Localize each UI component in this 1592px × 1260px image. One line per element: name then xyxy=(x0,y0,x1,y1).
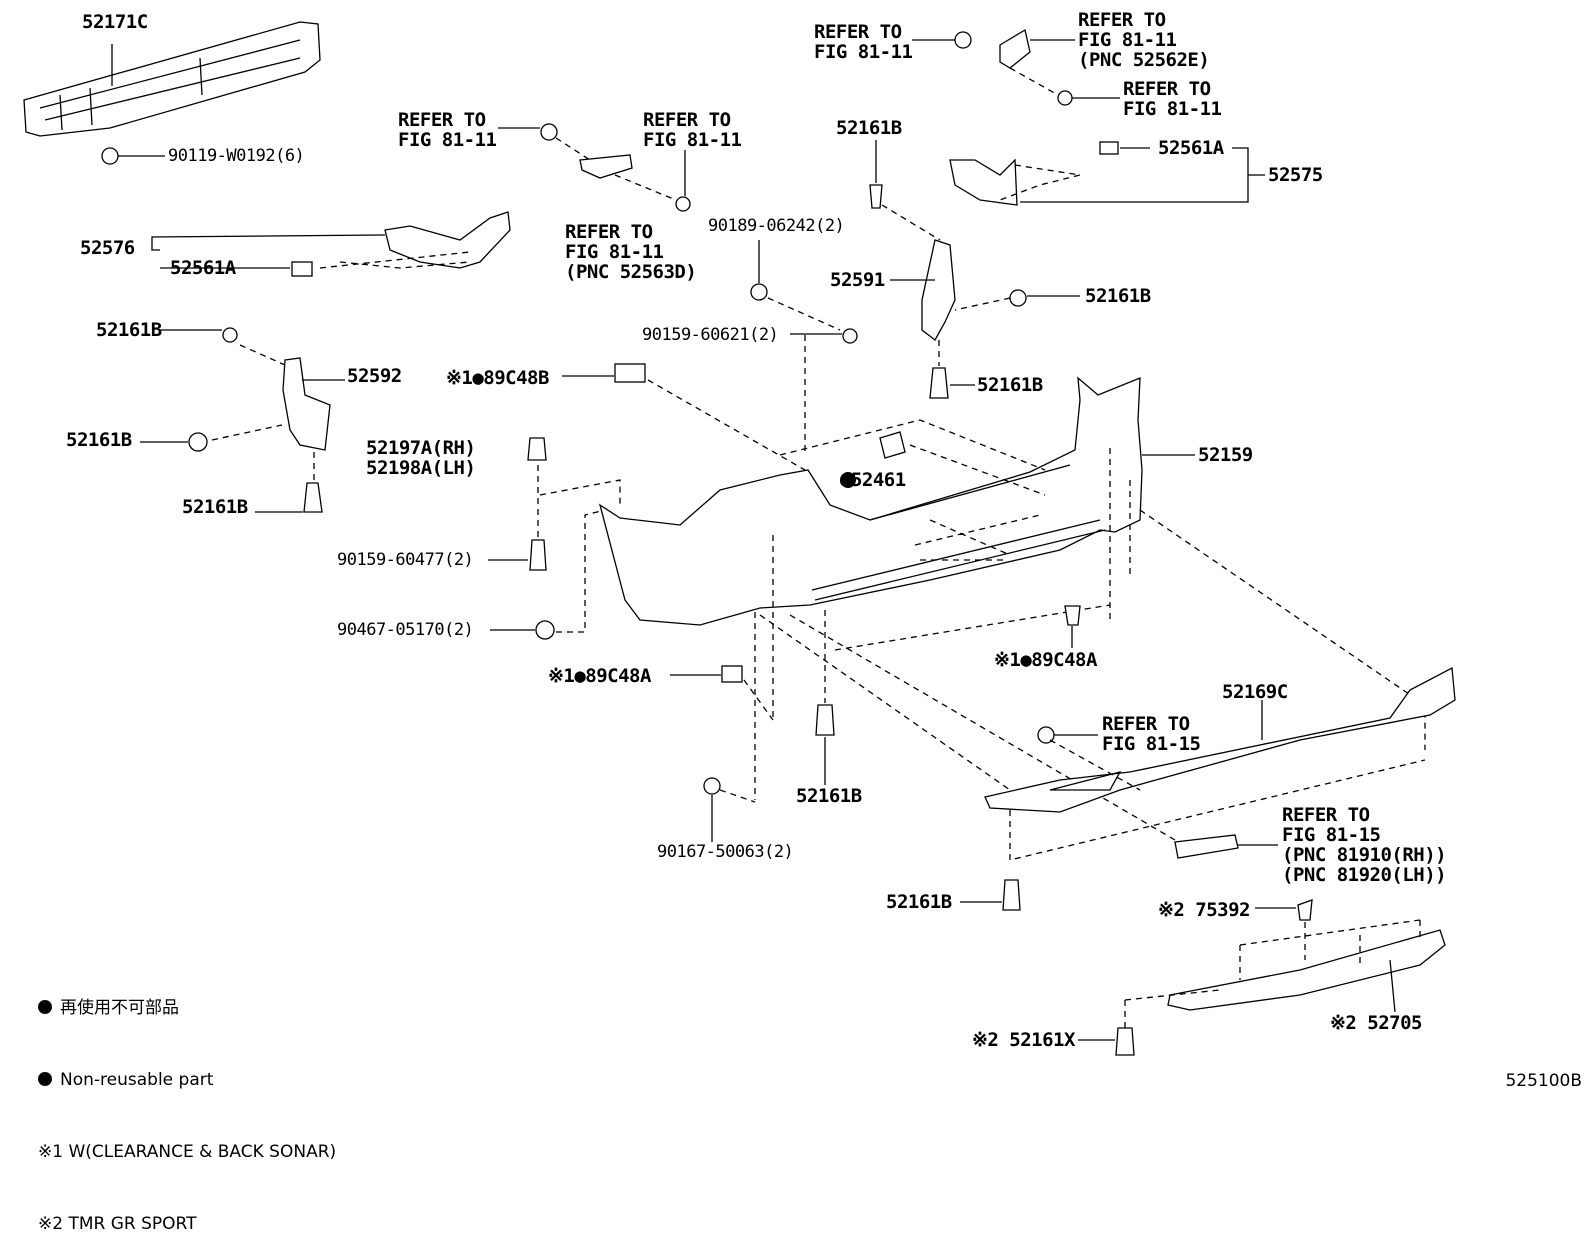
stay-52592 xyxy=(140,327,345,513)
bullet-icon xyxy=(38,1000,52,1014)
label-52161B-f: 52161B xyxy=(977,374,1043,396)
diagram-drawing xyxy=(23,21,1456,1056)
label-90159-60621: 90159-60621(2) xyxy=(642,325,779,345)
label-refer-e: REFER TO FIG 81-11 (PNC 52562E) xyxy=(1078,9,1210,71)
clips-center xyxy=(750,240,858,455)
parts-diagram: 52171C 90119-W0192(6) 52576 52561A 52161… xyxy=(23,9,1582,1234)
legend-en: Non-reusable part xyxy=(60,1070,214,1090)
label-90167-50063: 90167-50063(2) xyxy=(657,842,794,862)
bracket-52576 xyxy=(151,211,511,277)
center-brackets xyxy=(498,123,691,212)
label-52161X: ※2 52161X xyxy=(972,1029,1075,1051)
label-52161B-d: 52161B xyxy=(796,785,862,807)
left-clips xyxy=(488,437,621,640)
label-89C48A-right: ※1●89C48A xyxy=(994,649,1097,671)
legend-note-2: ※2 TMR GR SPORT xyxy=(38,1214,197,1234)
label-75392: ※2 75392 xyxy=(1158,899,1251,921)
reinforcement-52171C xyxy=(23,21,321,165)
legend-row-en: Non-reusable part xyxy=(38,1068,336,1092)
label-89C48A-left: ※1●89C48A xyxy=(548,665,651,687)
label-52561A-right: 52561A xyxy=(1158,137,1224,159)
label-52159: 52159 xyxy=(1198,444,1253,466)
label-52575: 52575 xyxy=(1268,164,1323,186)
label-90467-05170: 90467-05170(2) xyxy=(337,620,474,640)
label-refer-c: REFER TO FIG 81-11 (PNC 52563D) xyxy=(565,221,697,283)
label-52161B-b: 52161B xyxy=(66,429,132,451)
label-52161B-top: 52161B xyxy=(836,117,902,139)
label-52171C: 52171C xyxy=(82,11,148,33)
label-90189-06242: 90189-06242(2) xyxy=(708,216,845,236)
lower-clips xyxy=(703,610,835,842)
label-52461: ●52461 xyxy=(840,469,906,491)
label-52161B-g: 52161B xyxy=(886,891,952,913)
label-refer-g: REFER TO FIG 81-15 xyxy=(1102,713,1201,755)
label-refer-f: REFER TO FIG 81-11 xyxy=(1123,78,1222,120)
legend-row-ja: 再使用不可部品 xyxy=(38,996,336,1020)
label-90119-W0192: 90119-W0192(6) xyxy=(168,146,305,166)
label-52197A-52198A: 52197A(RH) 52198A(LH) xyxy=(366,437,476,479)
label-52576: 52576 xyxy=(80,237,135,259)
sensor-bracket-89C48B xyxy=(562,363,806,471)
bumper-cover-52159 xyxy=(598,376,1426,841)
legend-note-1: ※1 W(CLEARANCE & BACK SONAR) xyxy=(38,1142,337,1162)
bullet-icon xyxy=(38,1072,52,1086)
label-89C48B: ※1●89C48B xyxy=(446,367,549,389)
sensor-bracket-89C48A xyxy=(670,665,774,721)
lower-spoiler-52169C xyxy=(960,666,1456,911)
label-52591: 52591 xyxy=(830,269,885,291)
label-refer-d: REFER TO FIG 81-11 xyxy=(814,21,913,63)
label-52161B-e: 52161B xyxy=(1085,285,1151,307)
label-refer-b: REFER TO FIG 81-11 xyxy=(643,109,742,151)
legend: 再使用不可部品 Non-reusable part ※1 W(CLEARANCE… xyxy=(38,948,336,1260)
label-refer-a: REFER TO FIG 81-11 xyxy=(398,109,497,151)
label-52169C: 52169C xyxy=(1222,681,1288,703)
right-brackets xyxy=(869,28,1265,648)
non-reusable-dot xyxy=(840,472,856,488)
label-90159-60477: 90159-60477(2) xyxy=(337,550,474,570)
label-52592: 52592 xyxy=(347,365,402,387)
label-52161B-c: 52161B xyxy=(182,496,248,518)
label-refer-h: REFER TO FIG 81-15 (PNC 81910(RH)) (PNC … xyxy=(1282,804,1447,886)
legend-ja: 再使用不可部品 xyxy=(60,998,179,1018)
label-52161B-a: 52161B xyxy=(96,319,162,341)
label-52705: ※2 52705 xyxy=(1330,1012,1423,1034)
sport-garnish-52705 xyxy=(1078,899,1446,1056)
label-52561A-left: 52561A xyxy=(170,257,236,279)
diagram-code: 525100B xyxy=(1505,1071,1582,1091)
